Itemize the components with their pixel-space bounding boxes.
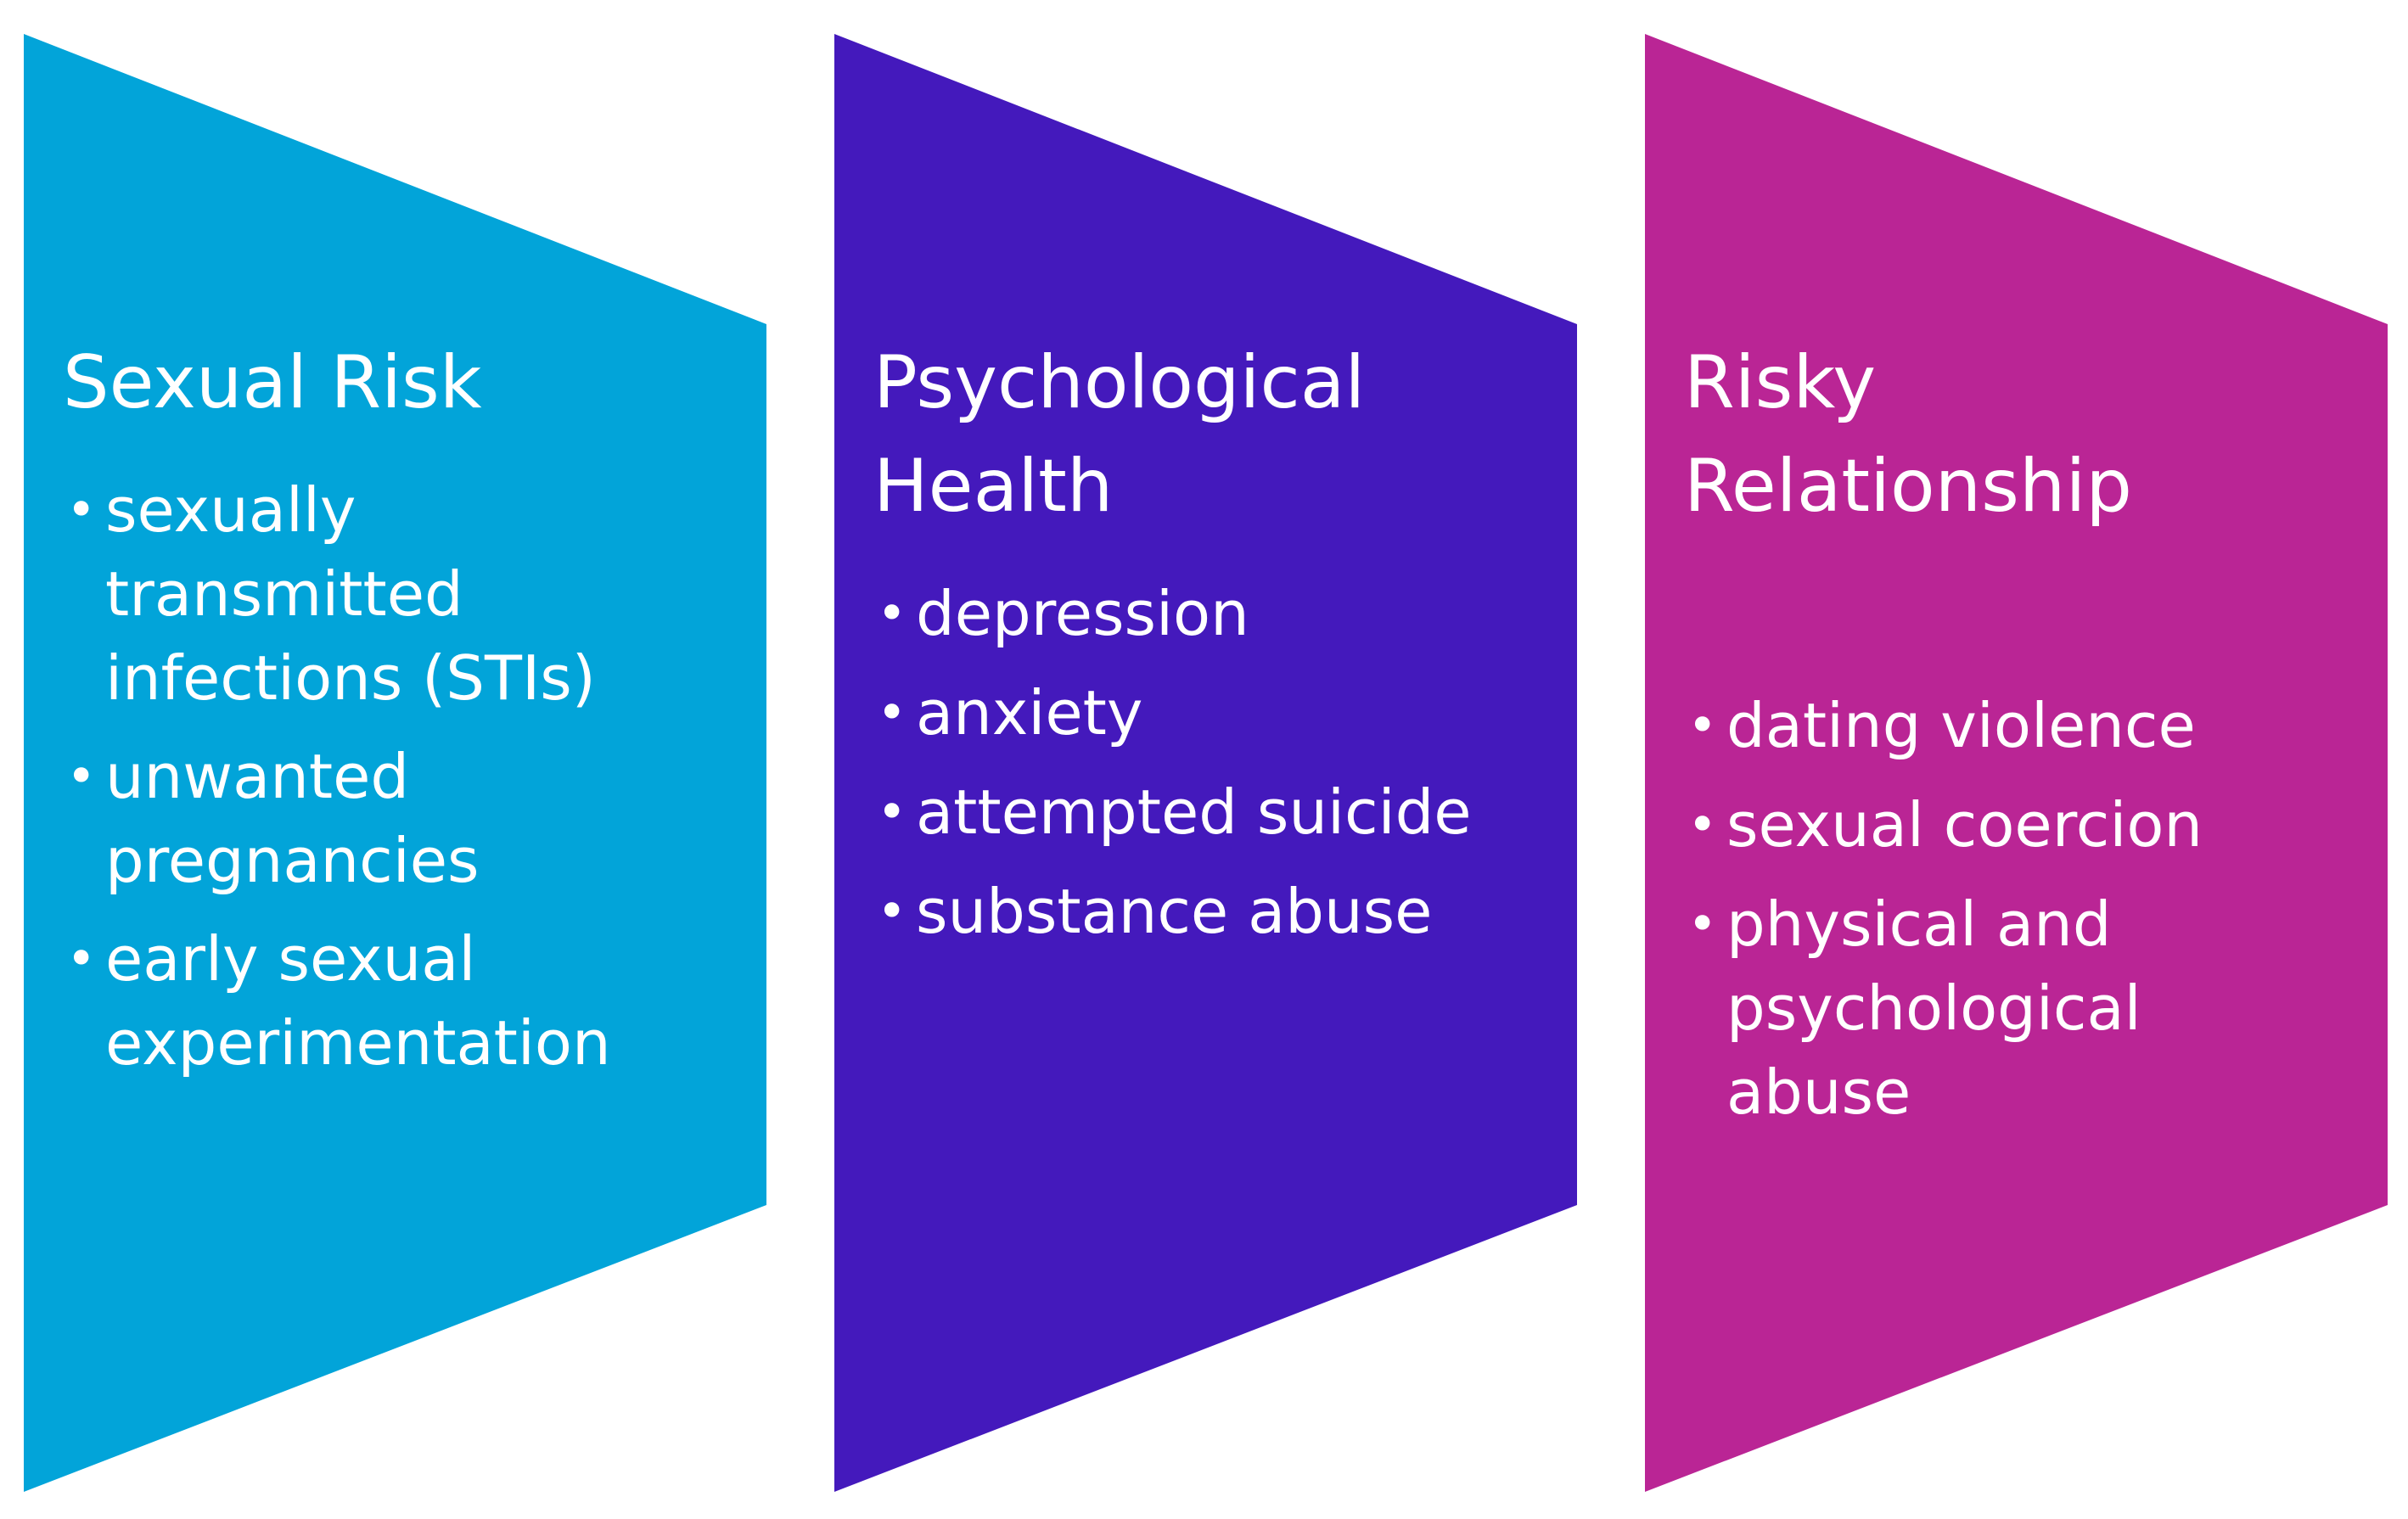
panel-title: Psychological Health (873, 340, 1366, 529)
panel-risky-relationship: Risky Relationship •dating violence •sex… (1645, 34, 2388, 1492)
chevron-shape (1645, 34, 2388, 1492)
item-list: •dating violence •sexual coercion •physi… (1684, 684, 2380, 1135)
list-item: •sexual coercion (1684, 783, 2380, 867)
list-item: •early sexual experimentation (63, 917, 759, 1085)
bullet-icon: • (66, 480, 97, 540)
bullet-icon: • (877, 882, 907, 941)
panel-title: Risky Relationship (1684, 340, 2132, 529)
item-text: unwanted pregnancies (105, 741, 480, 896)
list-item: •dating violence (1684, 684, 2380, 768)
item-text: substance abuse (916, 876, 1433, 947)
item-text: depression (916, 578, 1249, 649)
item-text: sexually transmitted infections (STIs) (105, 474, 596, 714)
list-item: •attempted suicide (873, 771, 1569, 855)
list-item: •physical and psychological abuse (1684, 883, 2380, 1135)
bullet-icon: • (1687, 795, 1718, 855)
item-text: physical and psychological abuse (1726, 888, 2141, 1128)
item-text: dating violence (1726, 690, 2196, 761)
list-item: •anxiety (873, 671, 1569, 755)
list-item: •depression (873, 572, 1569, 656)
bullet-icon: • (877, 683, 907, 743)
item-list: •depression •anxiety •attempted suicide … (873, 572, 1569, 954)
bullet-icon: • (1687, 696, 1718, 755)
item-text: anxiety (916, 677, 1143, 748)
panel-shape-psychological-health (834, 34, 1577, 1492)
chevron-shape (834, 34, 1577, 1492)
item-list: •sexually transmitted infections (STIs) … (63, 468, 759, 1085)
bullet-icon: • (877, 782, 907, 842)
panel-content: Sexual Risk •sexually transmitted infect… (63, 331, 759, 1100)
bullet-icon: • (66, 747, 97, 806)
panel-title: Sexual Risk (63, 340, 482, 425)
panel-sexual-risk: Sexual Risk •sexually transmitted infect… (24, 34, 766, 1492)
bullet-icon: • (877, 584, 907, 643)
list-item: •substance abuse (873, 870, 1569, 954)
panel-content: Risky Relationship •dating violence •sex… (1684, 331, 2380, 1150)
item-text: sexual coercion (1726, 789, 2203, 860)
item-text: attempted suicide (916, 776, 1472, 848)
chevron-shape (24, 34, 766, 1492)
list-item: •sexually transmitted infections (STIs) (63, 468, 759, 720)
panel-shape-sexual-risk (24, 34, 766, 1492)
bullet-icon: • (1687, 894, 1718, 954)
item-text: early sexual experimentation (105, 923, 611, 1079)
list-item: •unwanted pregnancies (63, 735, 759, 903)
panel-shape-risky-relationship (1645, 34, 2388, 1492)
panel-psychological-health: Psychological Health •depression •anxiet… (834, 34, 1577, 1492)
bullet-icon: • (66, 929, 97, 989)
panel-content: Psychological Health •depression •anxiet… (873, 331, 1569, 969)
